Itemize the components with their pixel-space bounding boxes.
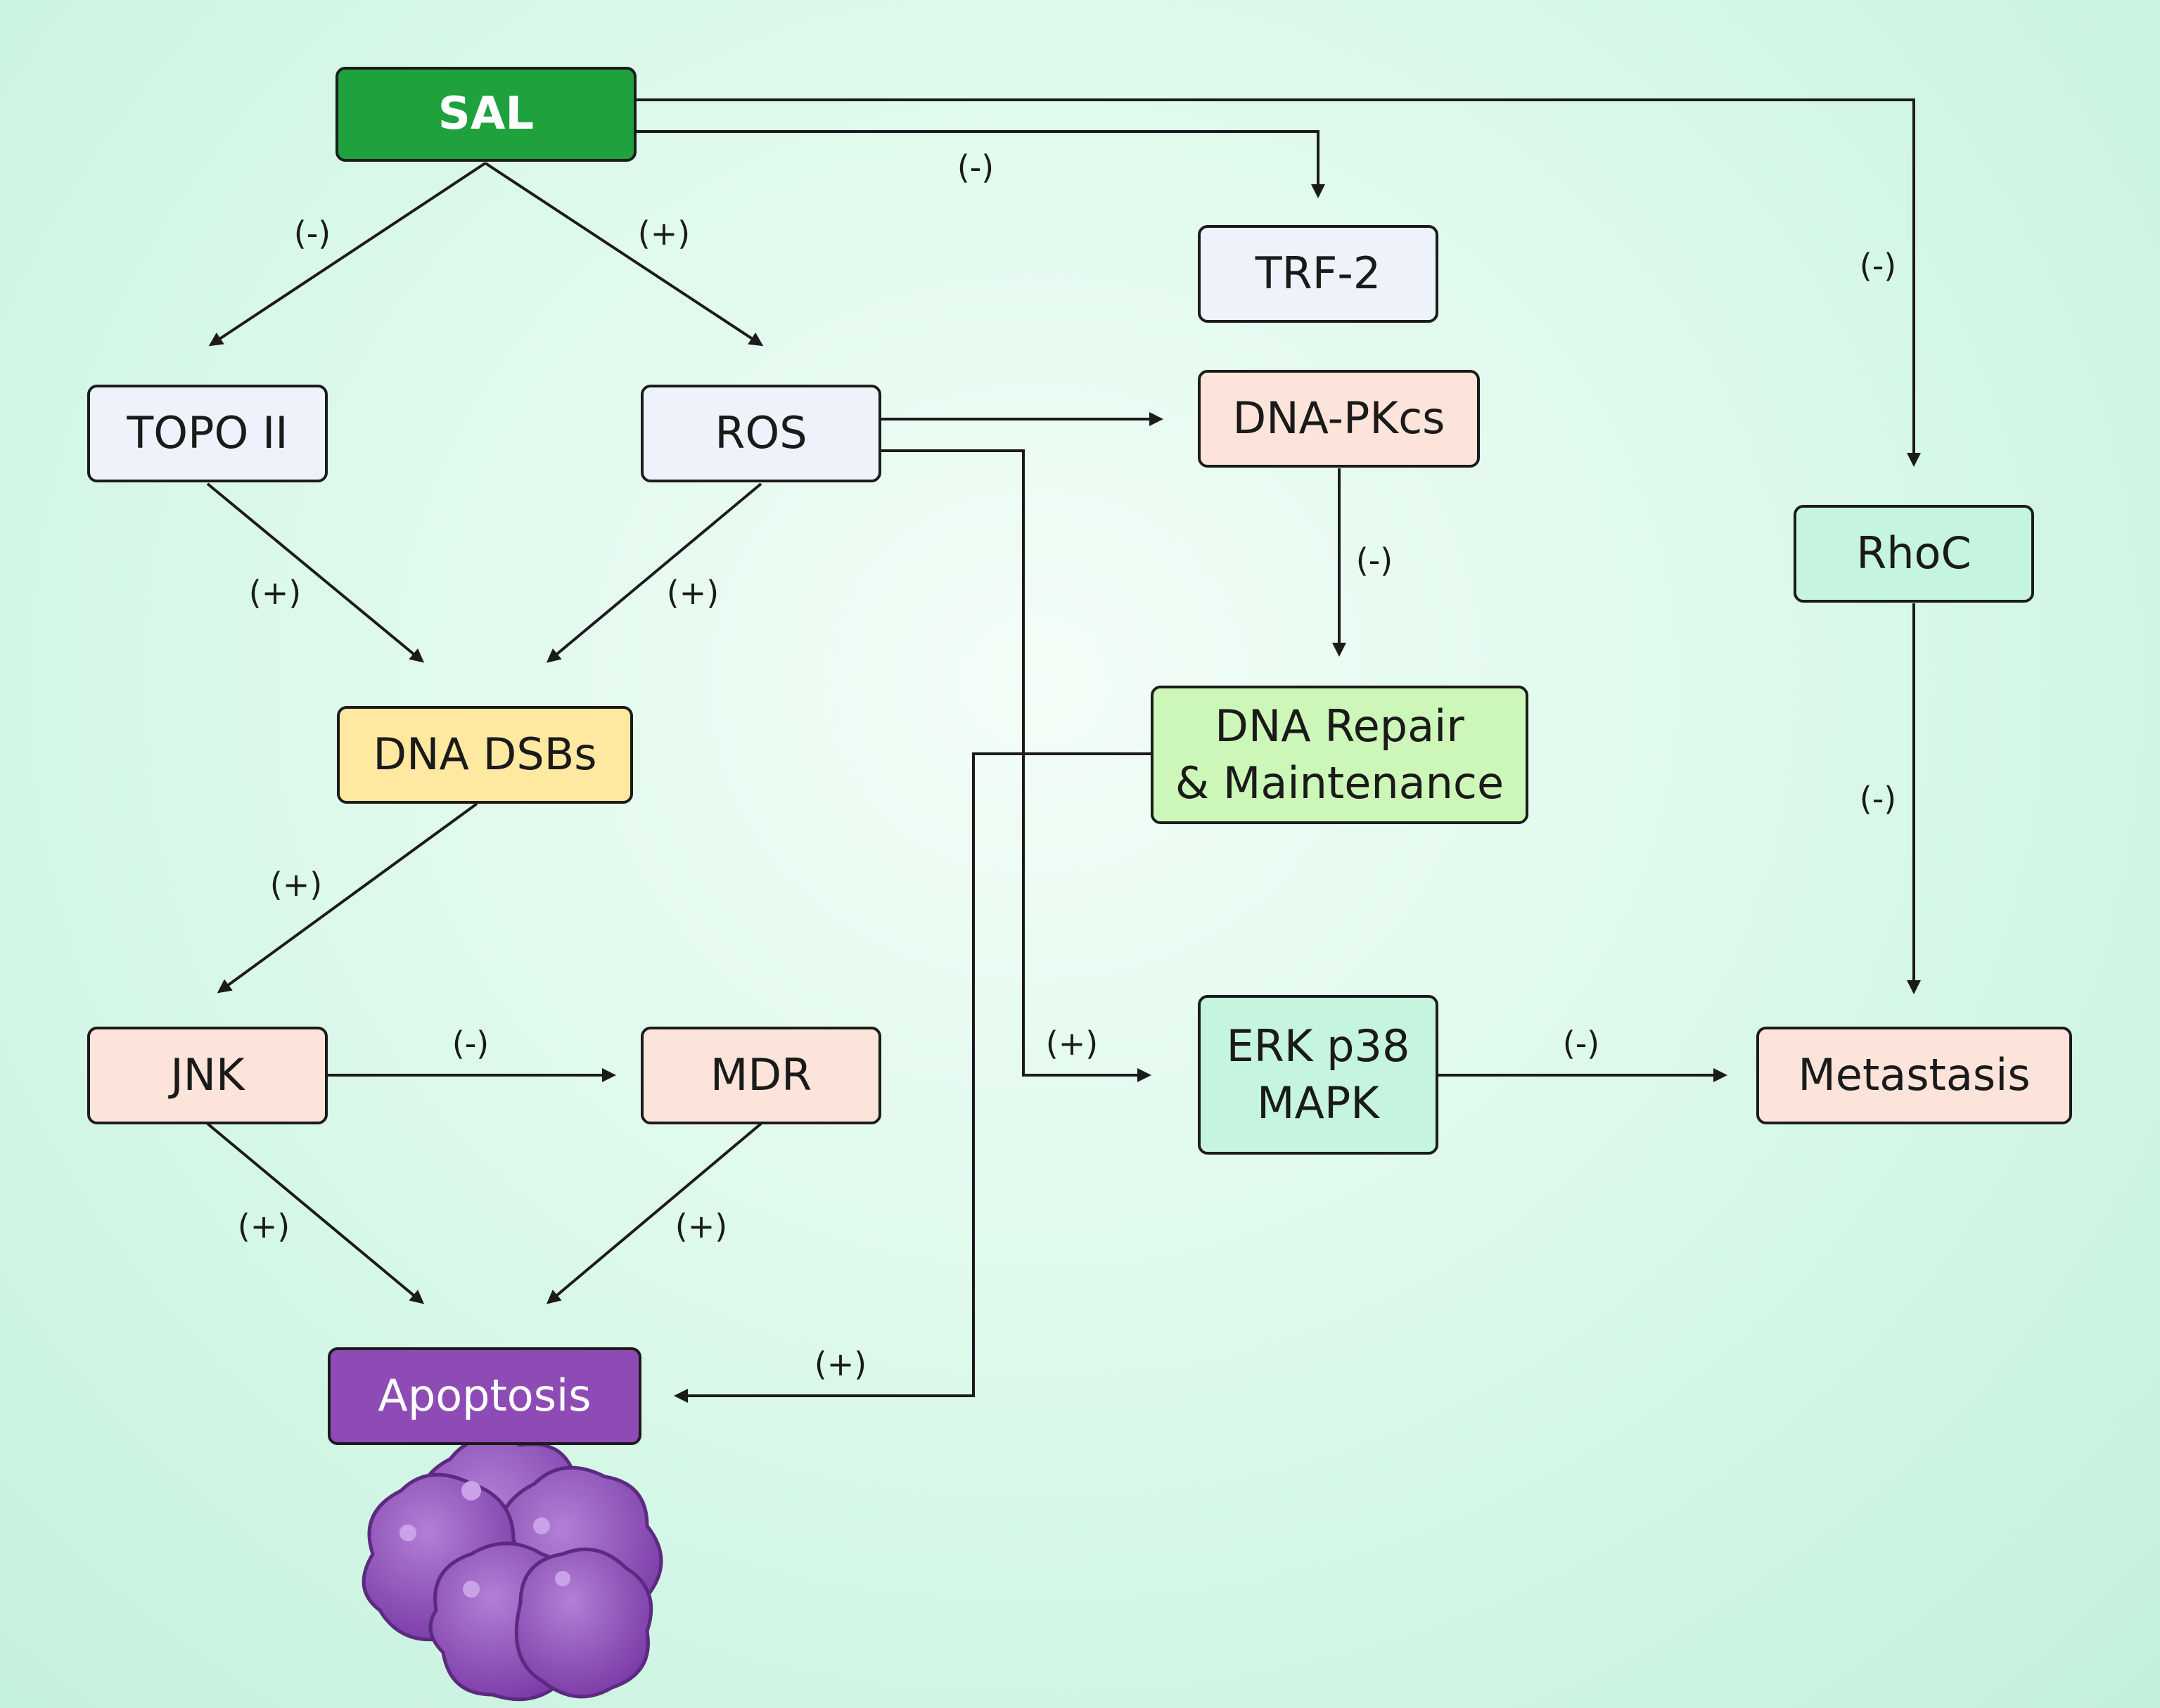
node-sal: SAL — [335, 67, 637, 162]
edge-label-ros-erk: (+) — [1045, 1025, 1099, 1062]
edge-label-dsb-jnk: (+) — [269, 866, 323, 904]
node-trf2: TRF-2 — [1198, 225, 1438, 323]
node-topo: TOPO II — [87, 385, 328, 482]
edge-label-mdr-apoptosis: (+) — [675, 1207, 728, 1245]
cell-highlight — [461, 1481, 481, 1501]
node-erk: ERK p38 MAPK — [1198, 995, 1438, 1155]
edge-repair-apoptosis — [674, 752, 1151, 1403]
edge-label-repair-apoptosis: (+) — [814, 1345, 867, 1383]
edge-label-ros-dsb: (+) — [666, 574, 720, 612]
node-dsb: DNA DSBs — [337, 706, 633, 804]
edge-sal-trf2 — [637, 130, 1325, 198]
edge-sal-ros — [484, 162, 764, 347]
node-ros: ROS — [641, 385, 881, 482]
edge-label-dnapk-repair: (-) — [1355, 541, 1393, 579]
edge-sal-topo — [208, 162, 487, 347]
edge-label-sal-topo: (-) — [293, 214, 331, 252]
cell-blob — [514, 1547, 653, 1699]
cell-highlight — [555, 1571, 570, 1586]
cell-highlight — [400, 1524, 416, 1541]
node-apoptosis: Apoptosis — [328, 1347, 641, 1445]
edge-sal-rhoc — [637, 98, 1921, 467]
edge-label-erk-metastasis: (-) — [1562, 1025, 1600, 1062]
edge-ros-erk — [881, 449, 1151, 1082]
edge-label-sal-trf2: (-) — [957, 148, 995, 186]
node-mdr: MDR — [641, 1027, 881, 1124]
cell-highlight — [463, 1581, 480, 1598]
node-metastasis: Metastasis — [1756, 1027, 2072, 1124]
edge-label-sal-ros: (+) — [637, 214, 691, 252]
edge-dsb-jnk — [217, 802, 478, 994]
cell-highlight — [533, 1517, 550, 1534]
edge-label-rhoc-metastasis: (-) — [1859, 780, 1897, 818]
node-repair: DNA Repair & Maintenance — [1151, 686, 1528, 824]
edge-ros-dsb — [546, 482, 762, 663]
node-rhoc: RhoC — [1794, 505, 2034, 603]
edge-topo-dsb — [206, 482, 425, 663]
edge-label-jnk-mdr: (-) — [452, 1025, 490, 1062]
edge-label-topo-dsb: (+) — [248, 574, 302, 612]
edge-label-jnk-apoptosis: (+) — [237, 1207, 290, 1245]
edge-mdr-apoptosis — [546, 1122, 762, 1304]
edge-jnk-apoptosis — [206, 1122, 425, 1304]
edge-label-sal-rhoc: (-) — [1859, 247, 1897, 285]
node-jnk: JNK — [87, 1027, 328, 1124]
apoptotic-cells-illustration — [362, 1435, 663, 1702]
node-dnapk: DNA-PKcs — [1198, 370, 1480, 468]
